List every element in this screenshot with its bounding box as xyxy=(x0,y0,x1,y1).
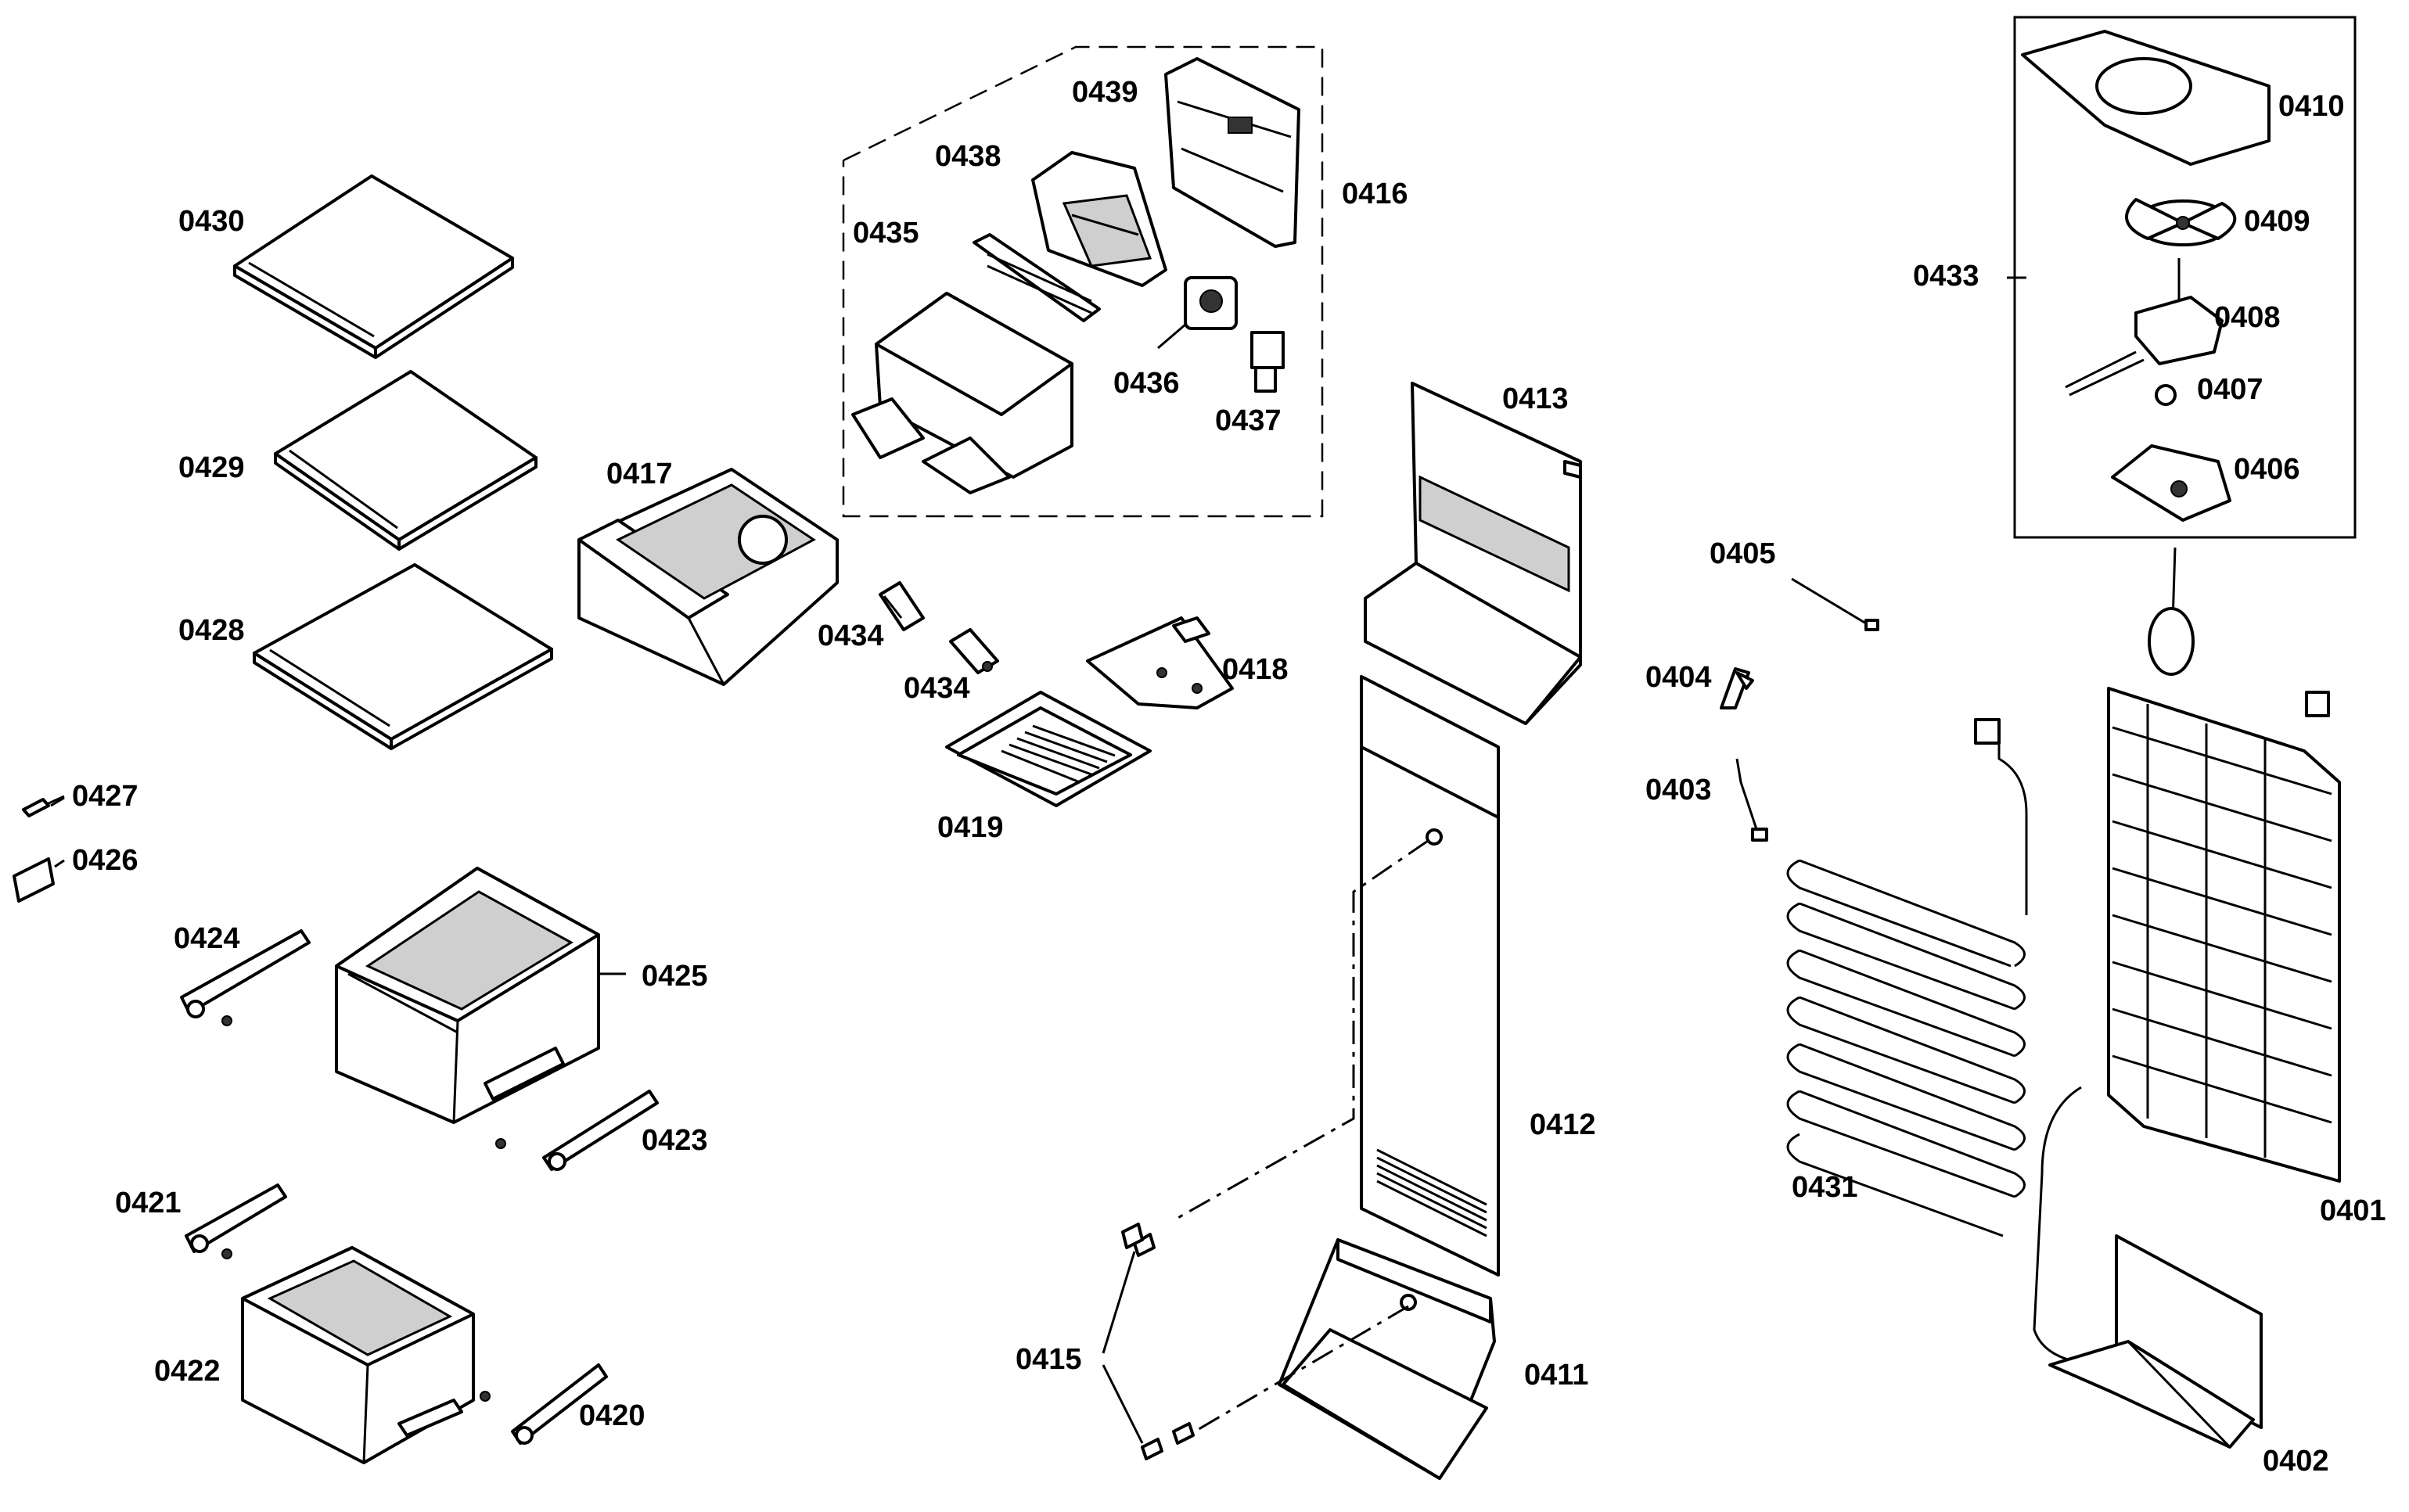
part-0439-bracket xyxy=(1164,57,1300,248)
label-0433: 0433 xyxy=(1913,260,1979,293)
part-0436-motor xyxy=(1157,276,1238,350)
part-0422-drawer xyxy=(241,1246,475,1464)
label-0402: 0402 xyxy=(2263,1445,2329,1478)
part-0408-fan-motor xyxy=(2065,258,2224,397)
part-0415-screw-upper xyxy=(1121,1223,1156,1257)
label-0417: 0417 xyxy=(606,458,673,490)
label-0439: 0439 xyxy=(1072,76,1138,109)
label-0430: 0430 xyxy=(178,205,245,238)
label-0404: 0404 xyxy=(1645,661,1712,694)
part-0431-defrost-heater xyxy=(1786,718,2028,1237)
label-0408: 0408 xyxy=(2214,301,2281,334)
part-0406-bracket xyxy=(2111,444,2231,522)
label-0423: 0423 xyxy=(642,1124,708,1157)
label-0431: 0431 xyxy=(1792,1171,1858,1204)
part-0426-cover xyxy=(13,857,55,903)
part-0402-drain-trough xyxy=(2048,1234,2263,1449)
label-0411: 0411 xyxy=(1524,1359,1588,1392)
label-0412: 0412 xyxy=(1530,1108,1596,1141)
part-0423-slide-rail xyxy=(495,1090,659,1171)
label-0438: 0438 xyxy=(935,140,1001,173)
label-0436: 0436 xyxy=(1113,367,1180,400)
part-0405-pin xyxy=(1791,577,1879,631)
label-0422: 0422 xyxy=(154,1355,221,1388)
part-0427-clip xyxy=(22,795,65,817)
label-0425: 0425 xyxy=(642,960,708,993)
label-0434-a: 0434 xyxy=(818,620,884,652)
part-0404-clip xyxy=(1720,667,1754,709)
label-0420: 0420 xyxy=(579,1399,645,1432)
part-0415-screw-lower xyxy=(1141,1422,1195,1460)
part-0412-rear-panel xyxy=(1360,675,1500,1277)
label-0415: 0415 xyxy=(1016,1343,1082,1376)
part-0434-auger-b xyxy=(949,628,999,674)
label-0426: 0426 xyxy=(72,844,138,877)
part-0417-ice-bucket xyxy=(577,468,839,686)
part-0413-air-duct xyxy=(1364,382,1582,725)
label-0405: 0405 xyxy=(1710,537,1776,570)
label-0418: 0418 xyxy=(1222,653,1289,686)
label-0403: 0403 xyxy=(1645,774,1712,806)
label-0407: 0407 xyxy=(2197,373,2263,406)
part-0424-slide-rail xyxy=(180,929,311,1026)
part-0403-sensor xyxy=(1735,758,1768,842)
leader-0415-b xyxy=(1102,1364,1144,1444)
label-0427: 0427 xyxy=(72,780,138,813)
part-0434-auger-a xyxy=(879,581,925,631)
label-0413: 0413 xyxy=(1502,382,1569,415)
part-0435-panel xyxy=(973,233,1101,322)
label-0419: 0419 xyxy=(937,811,1004,844)
part-0419-duct-cover xyxy=(945,691,1152,807)
part-0428-shelf xyxy=(253,563,553,750)
assembly-line-0411 xyxy=(1181,1305,1409,1441)
part-0409-fan-blade xyxy=(2125,198,2237,246)
part-0411-lower-duct xyxy=(1278,1238,1496,1480)
leader-lines xyxy=(50,276,2026,975)
part-0425-crisper-drawer xyxy=(335,867,600,1124)
label-0437: 0437 xyxy=(1215,404,1282,437)
part-0418-plate xyxy=(1086,616,1234,709)
label-0428: 0428 xyxy=(178,614,245,647)
group-0416-outline xyxy=(842,45,1324,518)
part-0410-fan-shroud xyxy=(2021,30,2271,166)
label-0416: 0416 xyxy=(1342,178,1408,210)
label-0424: 0424 xyxy=(174,922,240,955)
part-0401-evaporator xyxy=(2033,547,2341,1363)
label-0421: 0421 xyxy=(115,1187,182,1219)
part-0421-slide-rail xyxy=(185,1183,287,1259)
label-0406: 0406 xyxy=(2234,453,2300,486)
part-0429-shelf xyxy=(274,370,538,551)
label-0429: 0429 xyxy=(178,451,245,484)
label-0401: 0401 xyxy=(2320,1194,2386,1227)
label-0410: 0410 xyxy=(2278,90,2345,123)
label-0409: 0409 xyxy=(2244,205,2310,238)
part-0435-bucket-housing xyxy=(851,292,1073,494)
assembly-line-0412 xyxy=(1173,839,1429,1222)
label-0435: 0435 xyxy=(853,217,919,250)
part-0438-ice-maker xyxy=(1031,151,1167,287)
leader-0415-a xyxy=(1102,1251,1136,1354)
part-0430-shelf xyxy=(233,174,514,359)
part-0420-slide-rail xyxy=(480,1363,608,1445)
part-0407-grommet xyxy=(2155,384,2177,406)
part-0437-switch xyxy=(1250,331,1285,393)
label-0434-b: 0434 xyxy=(904,672,970,705)
